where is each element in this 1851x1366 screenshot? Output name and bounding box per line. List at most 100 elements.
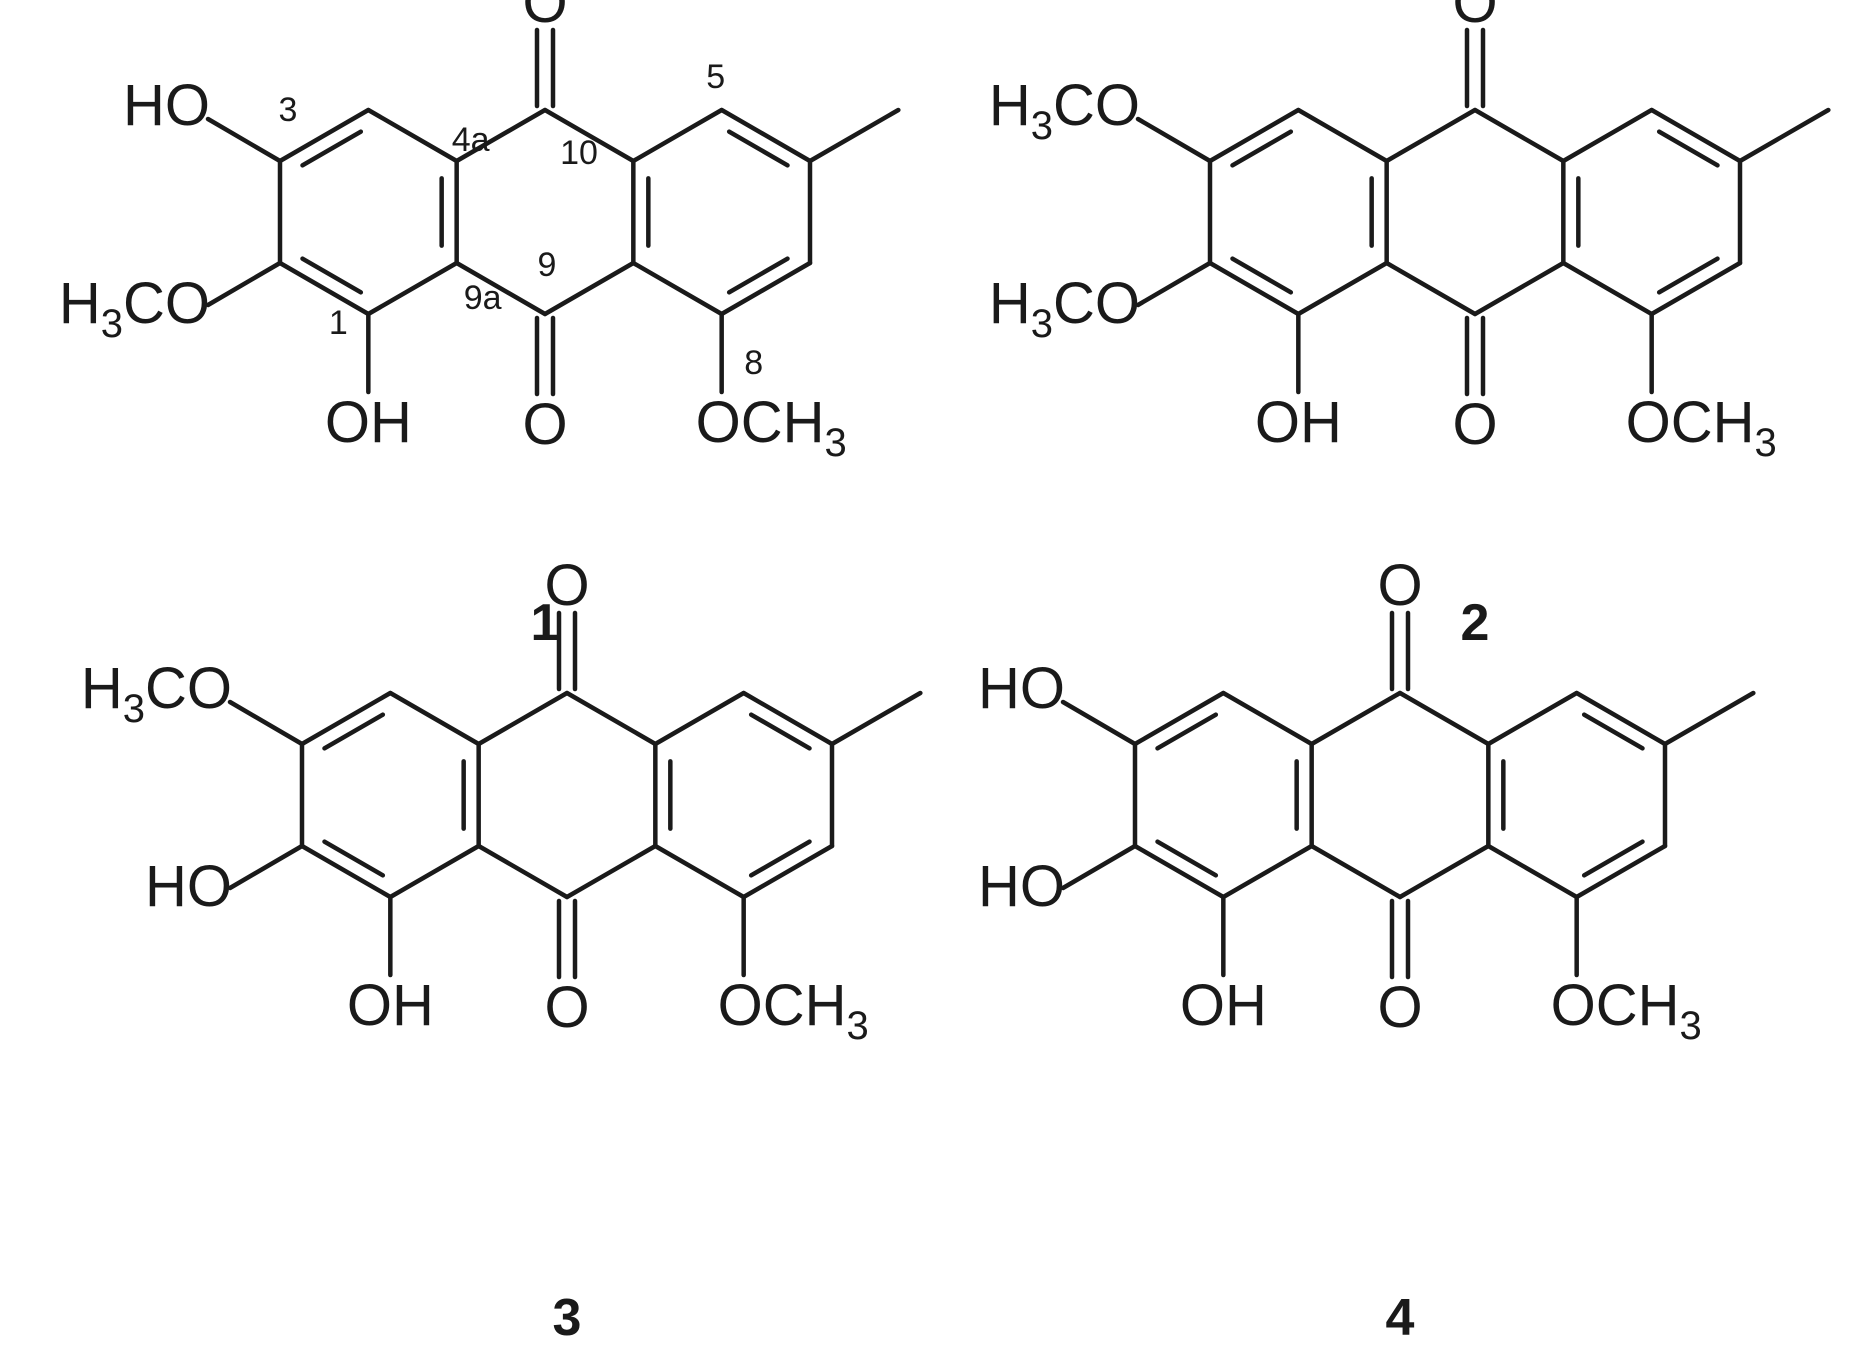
carbonyl-oxygen-9: O	[522, 392, 567, 457]
ring-bond	[542, 107, 636, 164]
ring-bond	[1309, 690, 1403, 747]
carbonyl-oxygen-9: O	[1377, 975, 1422, 1040]
substituent-c1-text: OH	[1180, 973, 1267, 1038]
compound-number: 1	[531, 594, 560, 652]
ring-bond	[719, 260, 813, 317]
substituent-c2-text: HO	[145, 854, 232, 919]
ring-bond	[1207, 107, 1301, 164]
substituent-c8: OCH3	[696, 390, 847, 465]
ring-bond	[542, 260, 636, 317]
substituent-c3-text: HO	[978, 656, 1065, 721]
substituent-c2-text: HO	[978, 854, 1065, 919]
ring-bond	[1384, 260, 1478, 317]
ring-bond	[454, 260, 548, 317]
ring-bond	[1397, 690, 1491, 747]
double-bond-inner	[726, 256, 790, 295]
substituent-c3-text: HO	[123, 73, 210, 138]
ring-bond	[564, 843, 658, 900]
ring-bond	[1207, 260, 1301, 317]
substituent-c8-subscript: 3	[1755, 421, 1777, 465]
ring-bond	[366, 107, 459, 164]
ring-bond	[1221, 690, 1314, 747]
ring-bond	[277, 260, 371, 317]
substituent-c8-text: OCH	[1626, 390, 1755, 455]
substituent-c2-text: H	[59, 271, 101, 336]
ring-bond	[631, 260, 724, 317]
substituent-c3: H3CO	[81, 656, 232, 731]
carbonyl-oxygen-9: O	[544, 975, 589, 1040]
substituent-bond	[227, 699, 305, 747]
ring-bond	[1574, 690, 1668, 747]
substituent-c3: HO	[978, 656, 1065, 721]
carbonyl-oxygen-10: O	[522, 0, 567, 35]
substituent-bond	[205, 116, 283, 164]
double-bond-inner	[726, 129, 790, 168]
ring-bond	[454, 107, 548, 164]
substituent-bond	[205, 260, 283, 308]
substituent-c2-text: H	[989, 271, 1031, 336]
substituent-c8: OCH3	[718, 973, 869, 1048]
double-bond-inner	[748, 712, 812, 751]
substituent-c3-text: CO	[145, 656, 232, 721]
methyl-bond	[1737, 107, 1831, 164]
ring-bond	[631, 107, 724, 164]
substituent-c3-subscript: 3	[1031, 104, 1053, 148]
substituent-c8-text: OCH	[718, 973, 847, 1038]
double-bond-inner	[1230, 129, 1294, 168]
locant-5: 5	[706, 58, 725, 96]
ring-bond	[1486, 843, 1579, 900]
substituent-bond	[1135, 116, 1213, 164]
locant-9a: 9a	[464, 279, 502, 317]
substituent-c1: OH	[325, 390, 412, 455]
substituent-bond	[1135, 260, 1213, 308]
substituent-c3: HO	[123, 73, 210, 138]
substituent-c1-text: OH	[1255, 390, 1342, 455]
ring-bond	[1561, 260, 1654, 317]
ring-bond	[1472, 260, 1566, 317]
ring-bond	[1486, 690, 1579, 747]
ring-bond	[476, 690, 570, 747]
double-bond-inner	[300, 129, 364, 168]
substituent-c3-text: CO	[1053, 73, 1140, 138]
locant-3: 3	[279, 91, 298, 129]
ring-bond	[277, 107, 371, 164]
ring-bond	[1649, 107, 1743, 164]
substituent-c1: OH	[1255, 390, 1342, 455]
substituent-c3: H3CO	[989, 73, 1140, 148]
substituent-c2: HO	[978, 854, 1065, 919]
double-bond-inner	[322, 712, 386, 751]
ring-bond	[1296, 260, 1389, 317]
substituent-c8: OCH3	[1551, 973, 1702, 1048]
ring-bond	[1472, 107, 1566, 164]
substituent-bond	[1060, 843, 1138, 891]
substituent-c1-text: OH	[347, 973, 434, 1038]
substituent-c8-text: OCH	[696, 390, 825, 455]
locant-1: 1	[329, 304, 348, 342]
double-bond-inner	[1155, 712, 1219, 751]
double-bond-inner	[748, 839, 812, 878]
double-bond-inner	[1581, 839, 1645, 878]
ring-bond	[1384, 107, 1478, 164]
substituent-c2-text: CO	[1053, 271, 1140, 336]
substituent-c1-text: OH	[325, 390, 412, 455]
ring-bond	[1296, 107, 1389, 164]
ring-bond	[1221, 843, 1314, 900]
double-bond-inner	[1581, 712, 1645, 751]
double-bond-inner	[1155, 839, 1219, 878]
substituent-c3-text: H	[989, 73, 1031, 138]
double-bond-inner	[1656, 256, 1720, 295]
double-bond-inner	[1656, 129, 1720, 168]
substituent-c2: H3CO	[989, 271, 1140, 346]
ring-bond	[299, 690, 393, 747]
ring-bond	[1574, 843, 1668, 900]
locant-9: 9	[538, 246, 557, 284]
ring-bond	[1649, 260, 1743, 317]
substituent-c3-text: H	[81, 656, 123, 721]
